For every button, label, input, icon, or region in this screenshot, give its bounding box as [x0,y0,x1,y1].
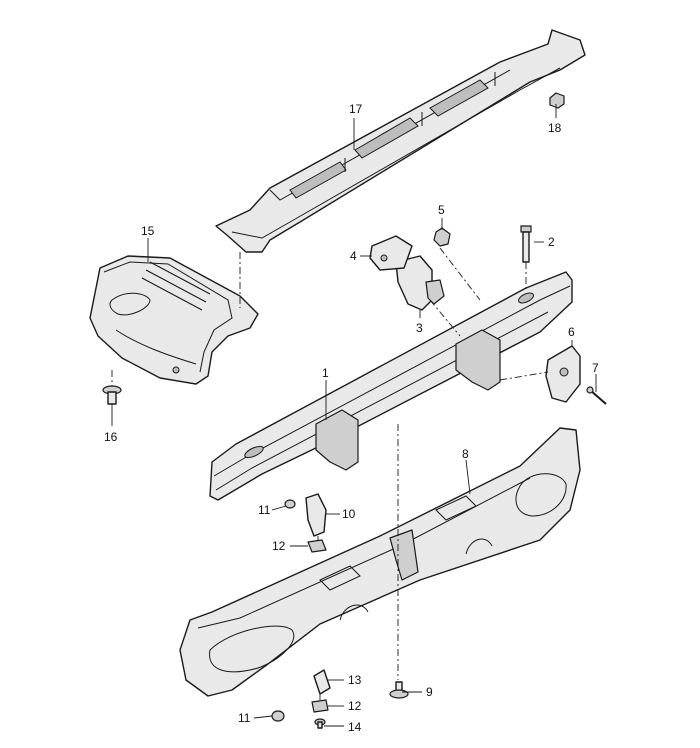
callout-3: 3 [416,321,423,335]
callout-8: 8 [462,447,469,461]
part-1-bumper-beam [209,271,573,501]
part-2-bolt [520,225,532,263]
part-10-bracket [305,493,327,537]
callout-11-upper: 11 [258,503,271,517]
callout-4: 4 [350,249,357,263]
leader-lines [111,108,597,727]
part-13-clip [313,669,331,695]
part-4-plate [369,235,413,271]
part-7-pin [586,386,607,405]
part-12-clip-lower [311,699,329,713]
part-14-screw [314,718,326,729]
callout-17: 17 [349,102,363,116]
alignment-lines [111,104,557,700]
callout-12-lower: 12 [348,699,362,713]
part-12-clip-upper [307,539,327,553]
part-9-screw [389,681,409,699]
callout-7: 7 [592,361,599,375]
callout-6: 6 [568,325,575,339]
part-5-screw [433,227,451,247]
callout-13: 13 [348,673,362,687]
part-6-end-block [545,345,581,403]
part-18-nut [549,92,565,109]
part-17-upper-reinforcement [215,29,586,253]
callout-11-lower: 11 [238,711,251,725]
callout-2: 2 [548,235,555,249]
callout-5: 5 [438,203,445,217]
callout-12-upper: 12 [272,539,286,553]
callout-16: 16 [104,430,118,444]
part-15-heat-shield [89,255,259,385]
part-16-clip [102,385,122,405]
callout-9: 9 [426,685,433,699]
part-11-clip-lower [271,710,285,722]
part-11-clip-upper [284,499,296,509]
callout-15: 15 [141,224,155,238]
callout-10: 10 [342,507,356,521]
part-8-bumper-cover [179,427,581,697]
callout-18: 18 [548,121,562,135]
part-3-bracket [395,255,445,311]
callout-1: 1 [322,366,329,380]
callout-14: 14 [348,720,362,734]
